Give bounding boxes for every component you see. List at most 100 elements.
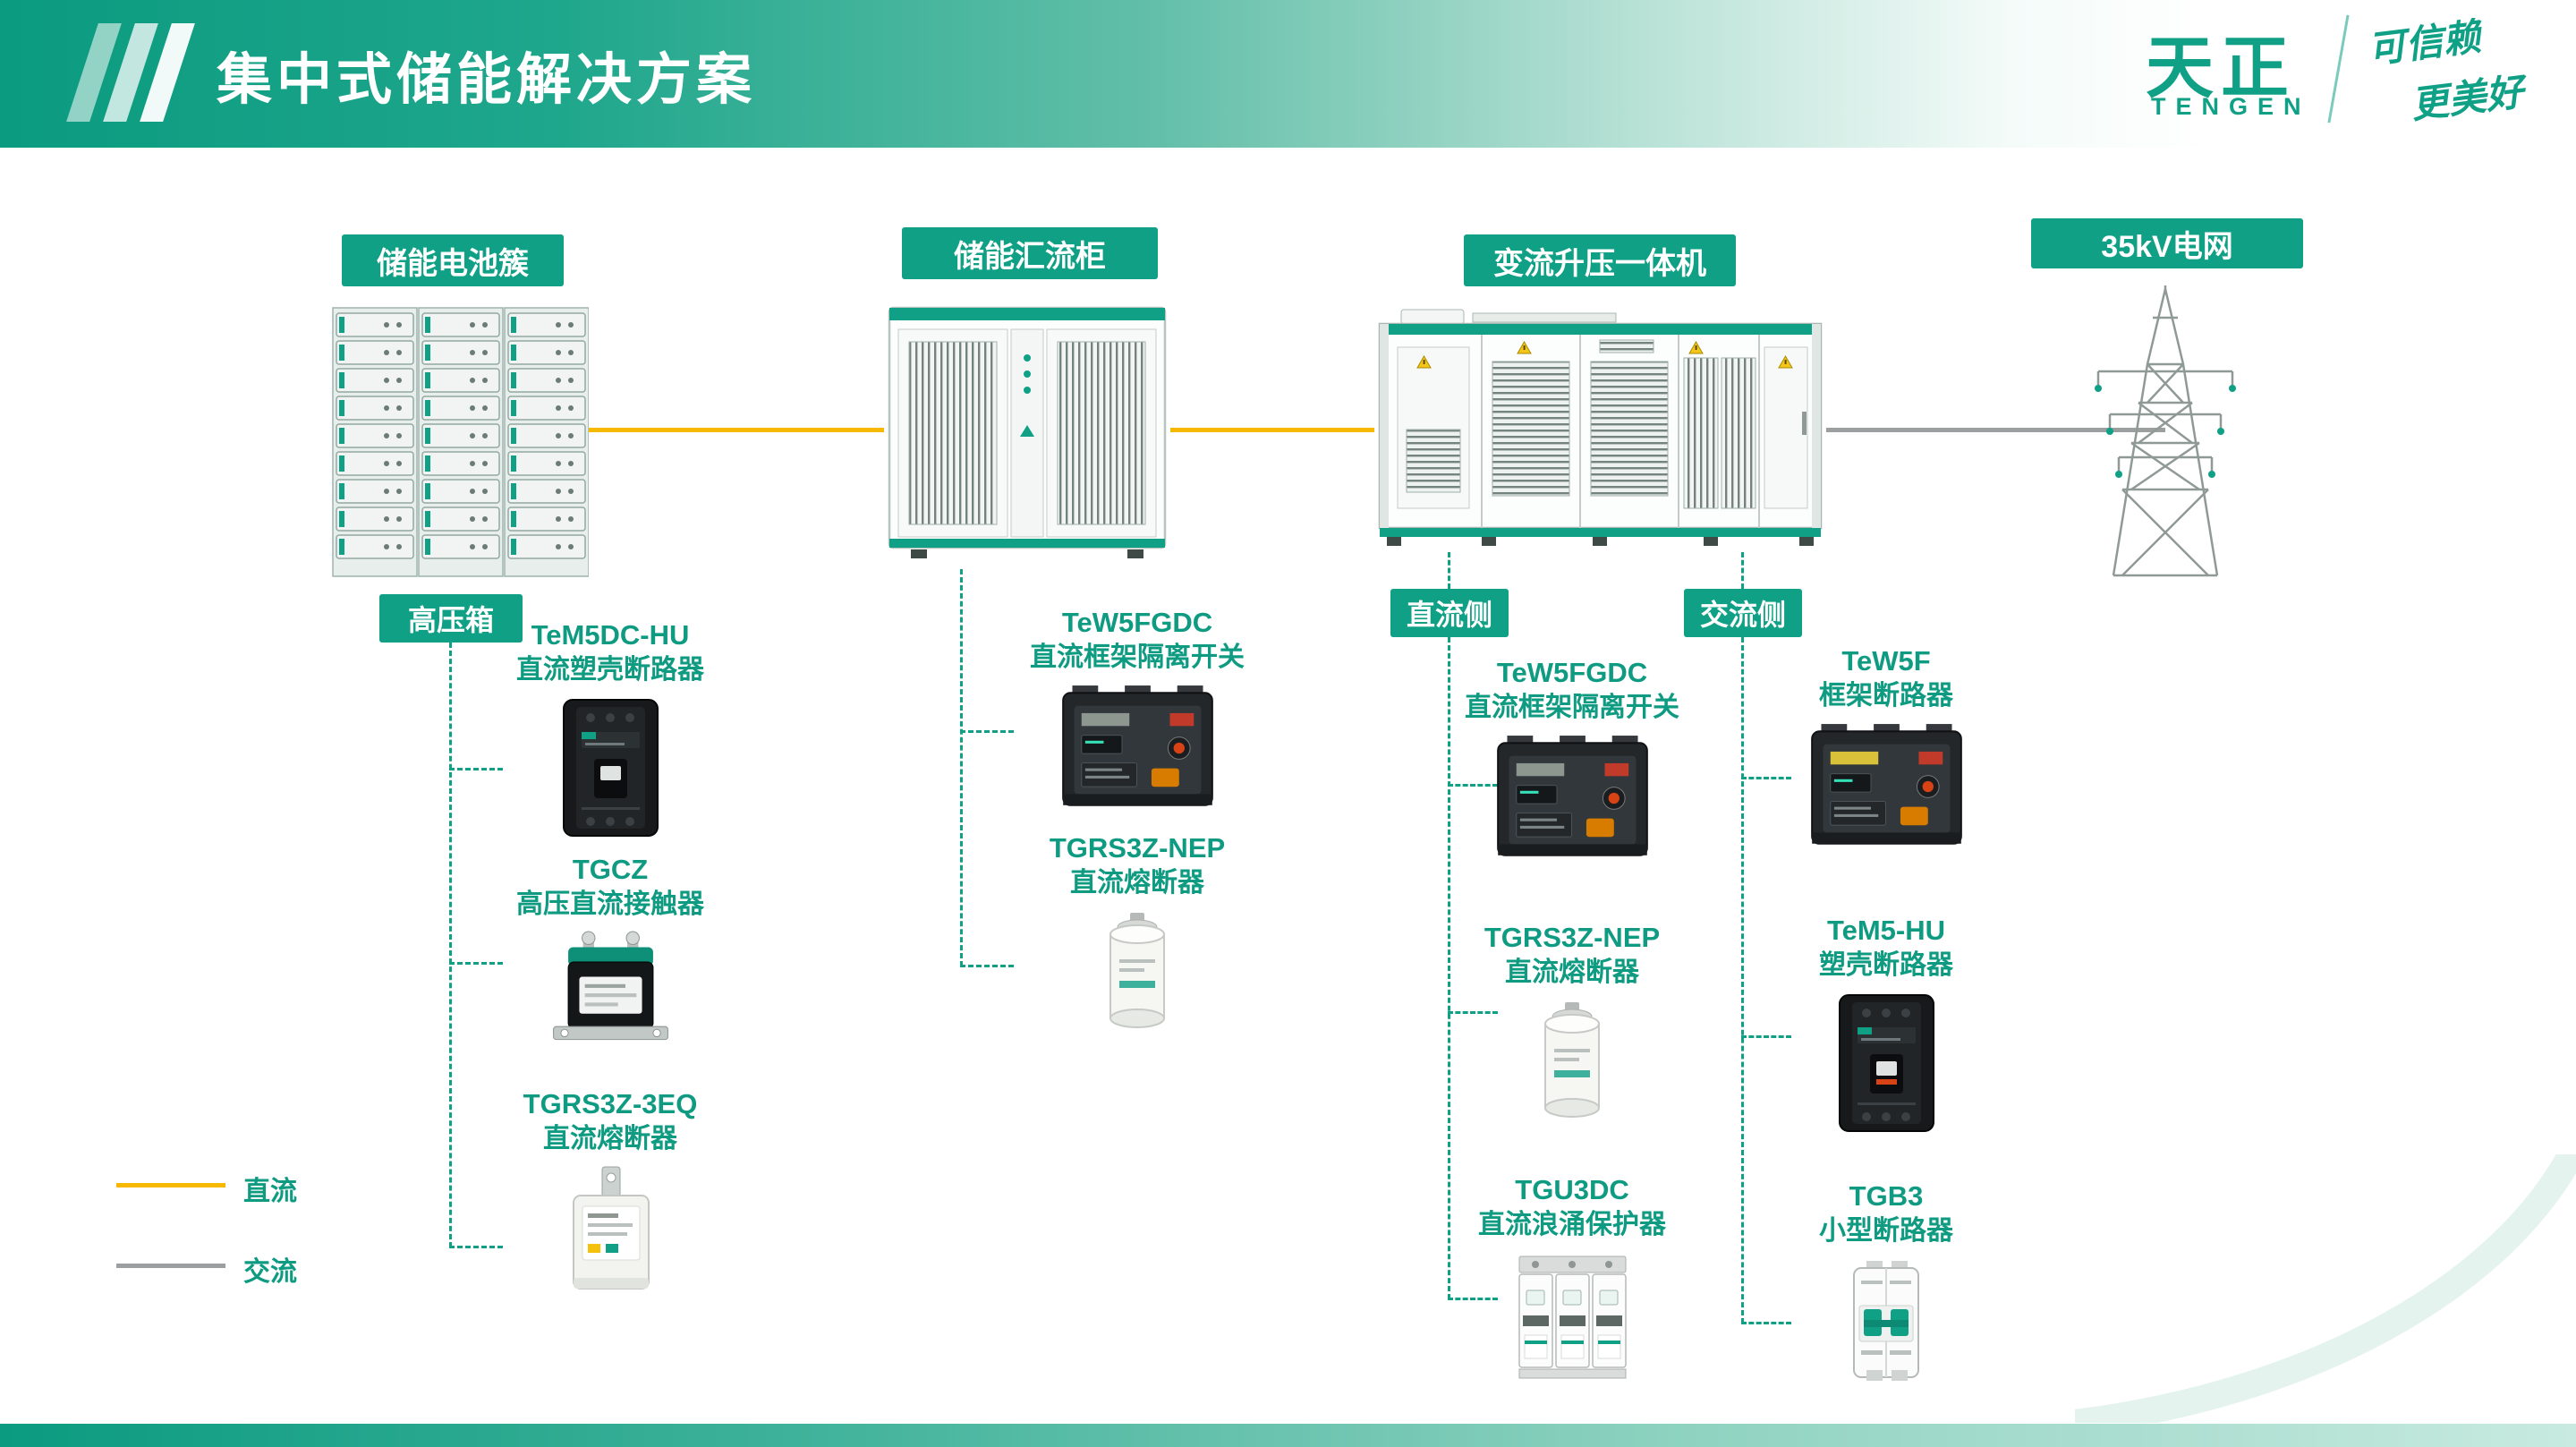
brand-slogan: 可信赖 更美好 [2365, 2, 2526, 133]
acb-icon [1061, 685, 1213, 806]
cylindrical-fuse-product-image [1429, 999, 1715, 1124]
component-model: TeM5-HU [1826, 915, 1946, 946]
component-model: TGCZ [572, 854, 649, 885]
battery-rack-illustration [332, 307, 589, 577]
acb-icon [1496, 736, 1648, 856]
station-label-converter: 变流升压一体机 [1464, 234, 1736, 286]
acb-product-image [1743, 722, 2029, 851]
component-card: TGB3 小型断路器 [1743, 1179, 2029, 1387]
component-name: 直流框架隔离开关 [1030, 643, 1245, 672]
cylindrical-fuse-icon [1109, 913, 1165, 1028]
mcb-product-image [1743, 1257, 2029, 1387]
component-name: 直流浪涌保护器 [1478, 1210, 1666, 1239]
brand-slogan-line2: 更美好 [2408, 70, 2526, 126]
mccb-icon [1838, 994, 1934, 1132]
page-title: 集中式储能解决方案 [217, 49, 757, 111]
component-name: 小型断路器 [1819, 1216, 1953, 1246]
contactor-icon [552, 931, 668, 1041]
component-model: TGRS3Z-3EQ [523, 1088, 698, 1119]
component-card: TeM5DC-HU 直流塑壳断路器 [467, 617, 753, 839]
component-name: 直流熔断器 [1505, 958, 1639, 987]
mccb-product-image [1743, 992, 2029, 1135]
battery-branch-stub-1 [449, 768, 503, 770]
mccb-icon [562, 699, 659, 837]
component-card: TeW5FGDC 直流框架隔离开关 [1429, 655, 1715, 863]
station-label-battery: 储能电池簇 [342, 234, 564, 286]
ac-side-stub-2 [1741, 1035, 1791, 1038]
surge-protector-icon [1518, 1255, 1627, 1379]
brand-logo-latin: TENGEN [2151, 93, 2311, 120]
component-card: TGRS3Z-3EQ 直流熔断器 [467, 1086, 753, 1299]
ac-side-branch-line [1741, 637, 1744, 1324]
tag-hv-box: 高压箱 [379, 594, 523, 643]
brand-divider [2327, 14, 2350, 123]
nh-fuse-icon [572, 1166, 650, 1290]
battery-branch-stub-3 [449, 1246, 503, 1248]
component-card: TGU3DC 直流浪涌保护器 [1429, 1172, 1715, 1385]
acb-product-image [994, 684, 1280, 813]
converter-container-illustration [1378, 309, 1823, 546]
combiner-branch-stub-2 [960, 965, 1014, 967]
acb-icon [1810, 724, 1962, 845]
brand-logo-cn: 天正 [2146, 30, 2296, 106]
dc-side-stub-3 [1448, 1298, 1498, 1300]
station-label-grid: 35kV电网 [2031, 218, 2303, 268]
contactor-product-image [467, 931, 753, 1051]
component-model: TeM5DC-HU [531, 619, 690, 651]
component-model: TGRS3Z-NEP [1484, 922, 1661, 953]
legend-dc-label: 直流 [243, 1177, 297, 1206]
component-name: 直流熔断器 [1070, 868, 1204, 898]
mccb-product-image [467, 696, 753, 839]
ac-side-stub-1 [1741, 777, 1791, 779]
tag-dc-side: 直流侧 [1390, 589, 1509, 637]
component-card: TeW5FGDC 直流框架隔离开关 [994, 605, 1280, 813]
nh-fuse-product-image [467, 1165, 753, 1299]
cylindrical-fuse-icon [1544, 1002, 1600, 1118]
dc-side-stub-2 [1448, 1011, 1498, 1014]
combiner-branch-stub-1 [960, 730, 1014, 733]
legend-ac-label: 交流 [243, 1257, 297, 1287]
title-bars-icon [66, 23, 195, 122]
component-card: TGCZ 高压直流接触器 [467, 852, 753, 1051]
dc-side-stub-1 [1448, 784, 1498, 787]
corner-arc-decoration [2075, 1154, 2576, 1423]
battery-branch-line [449, 643, 452, 1247]
component-name: 直流塑壳断路器 [516, 655, 704, 685]
component-name: 塑壳断路器 [1819, 950, 1953, 980]
legend-ac-line [116, 1264, 225, 1268]
transmission-tower-illustration [2095, 285, 2236, 577]
component-model: TeW5F [1841, 645, 1931, 677]
tag-ac-side: 交流侧 [1684, 589, 1802, 637]
header-band: 集中式储能解决方案 天正 TENGEN 可信赖 更美好 [0, 0, 2576, 148]
dc-flow-line-2 [1170, 428, 1374, 432]
footer-band [0, 1424, 2576, 1447]
combiner-cabinet-illustration [888, 306, 1167, 558]
component-name: 直流熔断器 [543, 1124, 677, 1153]
component-card: TGRS3Z-NEP 直流熔断器 [994, 830, 1280, 1034]
component-name: 直流框架隔离开关 [1465, 693, 1679, 722]
cylindrical-fuse-product-image [994, 909, 1280, 1034]
component-model: TGRS3Z-NEP [1049, 832, 1226, 864]
legend-dc-line [116, 1183, 225, 1187]
dc-side-connector [1448, 552, 1450, 589]
component-card: TeW5F 框架断路器 [1743, 643, 2029, 851]
ac-flow-line [1826, 428, 2165, 432]
ac-side-connector [1741, 552, 1744, 589]
component-model: TeW5FGDC [1496, 657, 1648, 688]
dc-side-branch-line [1448, 637, 1450, 1299]
component-name: 高压直流接触器 [516, 889, 704, 919]
ac-side-stub-3 [1741, 1322, 1791, 1324]
component-model: TeW5FGDC [1061, 607, 1213, 638]
component-card: TeM5-HU 塑壳断路器 [1743, 913, 2029, 1135]
battery-branch-stub-2 [449, 962, 503, 965]
component-model: TGU3DC [1515, 1174, 1629, 1205]
combiner-branch-line [960, 569, 963, 966]
station-label-combiner: 储能汇流柜 [902, 227, 1158, 279]
mcb-icon [1853, 1261, 1919, 1381]
component-model: TGB3 [1849, 1180, 1924, 1212]
dc-flow-line-1 [589, 428, 884, 432]
component-card: TGRS3Z-NEP 直流熔断器 [1429, 920, 1715, 1124]
component-name: 框架断路器 [1819, 681, 1953, 711]
surge-protector-product-image [1429, 1251, 1715, 1385]
